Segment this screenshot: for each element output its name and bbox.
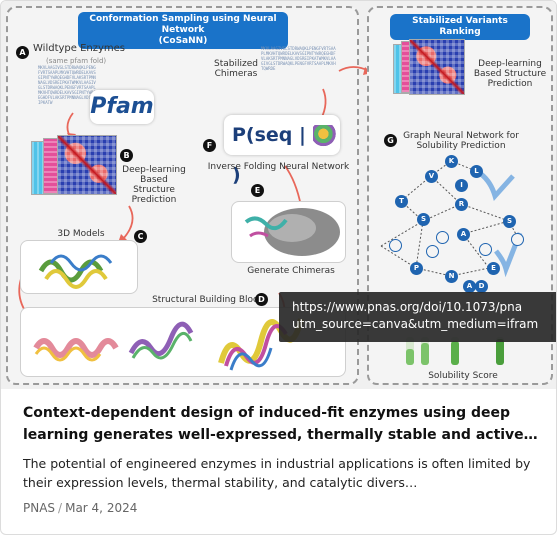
wildtype-sublabel: (same pfam fold) [46, 57, 107, 65]
graph-node-open-5 [511, 233, 524, 246]
graph-node-a2: A [463, 280, 476, 293]
source-name[interactable]: PNAS [23, 501, 56, 515]
badge-e: E [251, 184, 264, 197]
graph-node-open-2 [389, 239, 402, 252]
solubility-bars [406, 337, 504, 365]
badge-c: C [134, 230, 147, 243]
cosann-header: Conformation Sampling using Neural Netwo… [78, 12, 288, 49]
graph-node-a1: A [457, 228, 470, 241]
3d-models-label: 3D Models [57, 229, 105, 239]
badge-f: F [203, 139, 216, 152]
gnn-label: Graph Neural Network for Solubility Pred… [403, 131, 519, 151]
graph-node-s1: S [417, 213, 430, 226]
graph-node-v: V [425, 170, 438, 183]
inverse-folding-formula: P(seq | ) [224, 115, 340, 186]
article-description: The potential of engineered enzymes in i… [23, 456, 531, 490]
structure-glyph-icon [312, 124, 339, 147]
formula-left: P(seq | [232, 124, 306, 146]
badge-a: A [16, 46, 29, 59]
graph-node-d: D [475, 280, 488, 293]
meta-separator: / [58, 501, 63, 515]
cosann-header-title: Conformation Sampling using Neural Netwo… [89, 14, 277, 35]
3d-models-image [20, 240, 138, 294]
graph-node-i: I [455, 179, 468, 192]
heatmap-front [57, 135, 117, 195]
wildtype-sequences: MKVLAAGIVGLSTDRWAQKLPENGFVRTSAAPLMKVHTQW… [38, 65, 96, 105]
inverse-folding-label: Inverse Folding Neural Network [207, 162, 350, 172]
link-url-line-1: https://www.pnas.org/doi/10.1073/pna [292, 300, 523, 314]
ranking-header: Stabilized Variants Ranking [390, 14, 530, 40]
link-url-line-2: utm_source=canva&utm_medium=ifram [292, 317, 539, 331]
badge-g: G [384, 134, 397, 147]
link-url-tooltip: https://www.pnas.org/doi/10.1073/pna utm… [279, 292, 556, 342]
badge-b: B [120, 149, 133, 162]
generate-chimeras-label: Generate Chimeras [247, 266, 335, 276]
protein-models-icon [38, 254, 113, 289]
cosann-header-sub: (CoSaNN) [158, 36, 208, 46]
chimera-structure-icon [244, 208, 340, 256]
right-heatmap-front [409, 39, 465, 95]
graph-node-l: L [470, 165, 483, 178]
graph-node-n: N [445, 270, 458, 283]
wildtype-label: Wildtype Enzymes [33, 43, 126, 54]
graph-node-t: T [395, 195, 408, 208]
building-blocks-label: Structural Building Blocks [152, 295, 268, 305]
article-meta: PNAS/Mar 4, 2024 [23, 501, 137, 515]
graph-network [380, 160, 523, 278]
badge-d: D [255, 293, 268, 306]
publish-date: Mar 4, 2024 [65, 501, 138, 515]
article-figure[interactable]: Conformation Sampling using Neural Netwo… [1, 1, 556, 389]
article-title[interactable]: Context-dependent design of induced-fit … [23, 405, 538, 443]
graph-node-open-1 [436, 231, 449, 244]
solubility-score-label: Solubility Score [428, 371, 498, 381]
formula-right: ) [232, 164, 241, 186]
graph-node-s2: S [503, 215, 516, 228]
pfam-logo: Pfam [90, 90, 154, 124]
structure-prediction-label: Deep-learning Based Structure Prediction [122, 165, 186, 205]
stabilized-chimeras-label: Stabilized Chimeras [214, 59, 258, 79]
graph-node-k: K [445, 155, 458, 168]
graph-node-r: R [455, 198, 468, 211]
graph-node-p: P [410, 262, 423, 275]
chimera-generation-image [231, 201, 346, 263]
graph-node-e: E [487, 262, 500, 275]
graph-node-open-3 [426, 245, 439, 258]
graph-node-open-4 [479, 243, 492, 256]
chimera-sequences: MKVLAAGIVGLSTDRWAQKLPENGFVRTSAAPLMKVHTQW… [261, 46, 336, 71]
right-structure-prediction-label: Deep-learning Based Structure Prediction [473, 59, 547, 89]
